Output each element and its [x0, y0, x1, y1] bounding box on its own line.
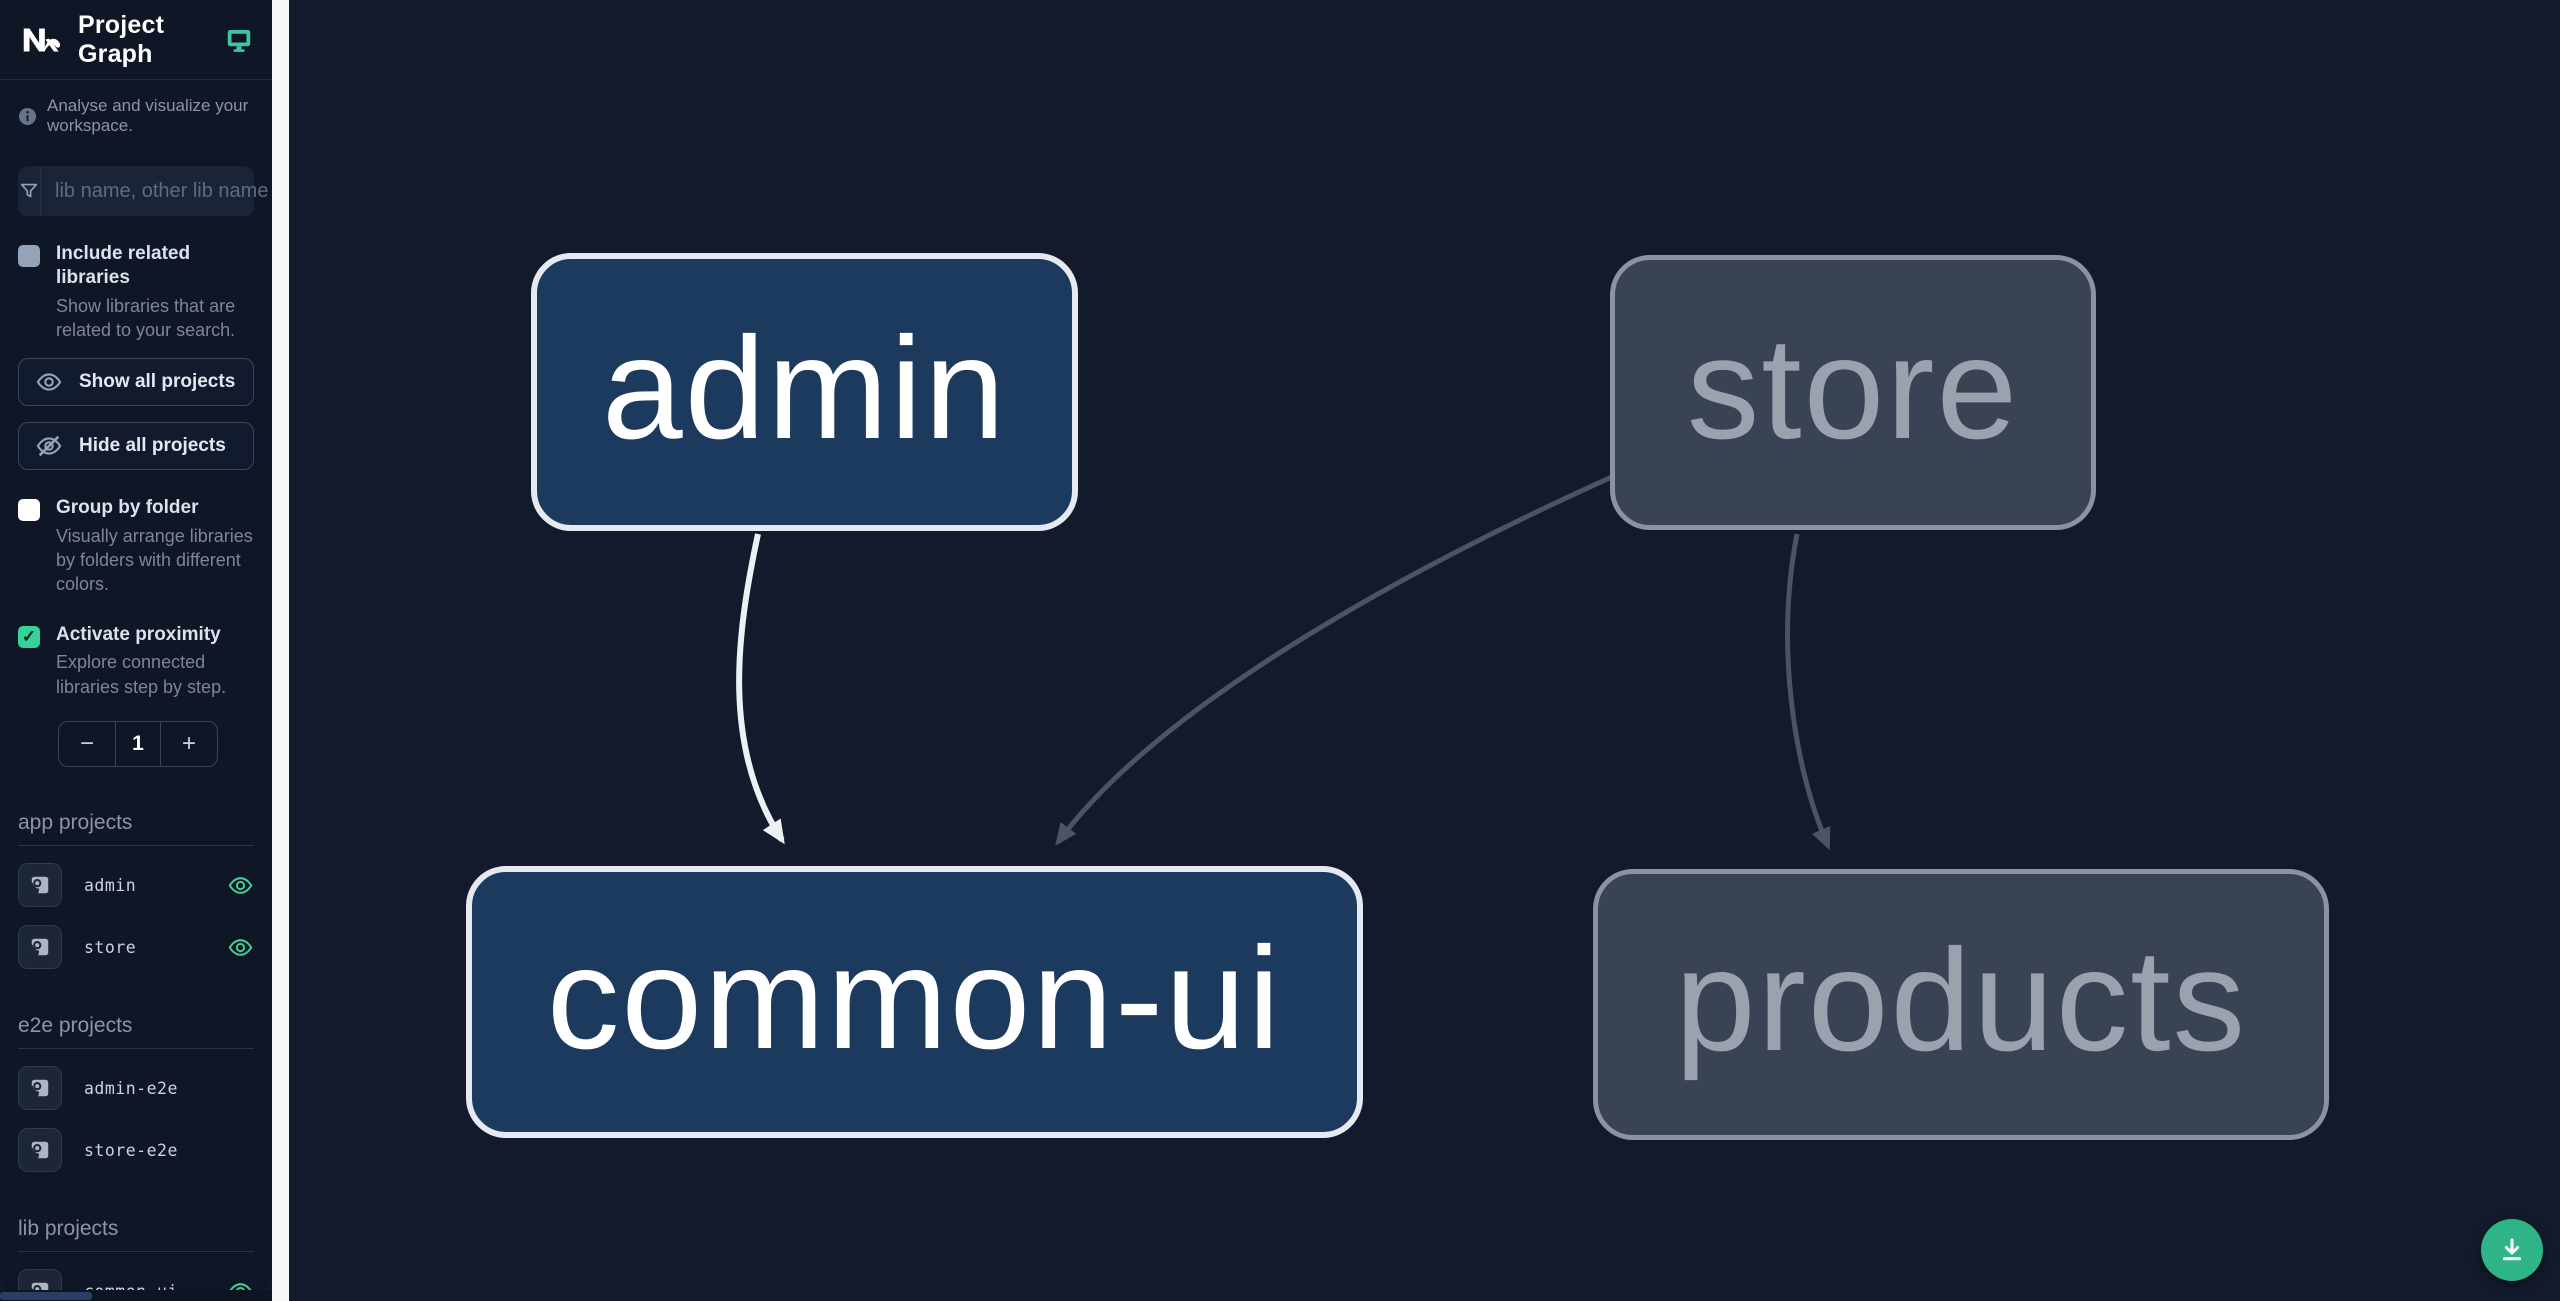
- include-related-checkbox[interactable]: [18, 245, 40, 267]
- section-title: app projects: [18, 811, 254, 847]
- graph-node-products[interactable]: products: [1593, 869, 2329, 1140]
- project-name[interactable]: common-ui: [84, 1282, 205, 1290]
- download-graph-button[interactable]: [2481, 1219, 2543, 1281]
- visibility-eye-icon[interactable]: [227, 1278, 254, 1290]
- show-all-projects-label: Show all projects: [79, 371, 236, 393]
- activate-proximity-description: Explore connected libraries step by step…: [56, 652, 227, 697]
- hide-all-projects-button[interactable]: Hide all projects: [18, 422, 254, 471]
- project-name[interactable]: admin-e2e: [84, 1078, 178, 1098]
- project-row-common-ui: common-ui: [18, 1268, 254, 1290]
- section-e2e-projects: e2e projects admin-e2e store-e2e: [0, 1014, 272, 1173]
- proximity-decrement-button[interactable]: −: [79, 730, 94, 758]
- sidebar: Project Graph Analyse and visualize your…: [0, 0, 272, 1290]
- sidebar-resize-handle[interactable]: [272, 0, 289, 1301]
- graph-node-common-ui[interactable]: common-ui: [466, 866, 1363, 1138]
- node-label: common-ui: [546, 916, 1283, 1079]
- focus-project-button[interactable]: [18, 1269, 62, 1290]
- sidebar-scrollbar-track: [0, 1290, 272, 1301]
- project-name[interactable]: store-e2e: [84, 1140, 178, 1160]
- visibility-eye-icon[interactable]: [227, 872, 254, 899]
- project-row-admin: admin: [18, 862, 254, 908]
- graph-node-admin[interactable]: admin: [531, 253, 1078, 531]
- group-by-folder-description: Visually arrange libraries by folders wi…: [56, 525, 253, 595]
- group-by-folder-row: Group by folder Visually arrange librari…: [0, 496, 272, 597]
- activate-proximity-checkbox[interactable]: ✓: [18, 625, 40, 648]
- group-by-folder-label: Group by folder: [56, 497, 199, 519]
- node-label: store: [1686, 307, 2020, 469]
- show-all-projects-button[interactable]: Show all projects: [18, 358, 254, 407]
- funnel-icon: [18, 166, 41, 216]
- hide-all-projects-label: Hide all projects: [79, 435, 226, 457]
- workspace-subtitle-row: Analyse and visualize your workspace.: [0, 80, 272, 142]
- focus-project-button[interactable]: [18, 1128, 62, 1173]
- proximity-stepper: − 1 +: [58, 721, 218, 768]
- eye-off-icon: [36, 435, 62, 457]
- activate-proximity-row: ✓ Activate proximity Explore connected l…: [0, 623, 272, 699]
- section-title: lib projects: [18, 1217, 254, 1253]
- node-label: admin: [602, 306, 1007, 469]
- focus-project-button[interactable]: [18, 925, 62, 970]
- node-label: products: [1674, 919, 2248, 1081]
- project-row-store-e2e: store-e2e: [18, 1127, 254, 1173]
- info-icon: [18, 107, 37, 125]
- section-app-projects: app projects admin store: [0, 811, 272, 970]
- section-title: e2e projects: [18, 1014, 254, 1050]
- focus-project-button[interactable]: [18, 1066, 62, 1111]
- section-lib-projects: lib projects common-ui products: [0, 1217, 272, 1290]
- nx-logo-icon: [23, 28, 61, 51]
- download-icon: [2503, 1238, 2521, 1261]
- page-title: Project Graph: [78, 10, 165, 68]
- project-row-admin-e2e: admin-e2e: [18, 1065, 254, 1111]
- graph-node-store[interactable]: store: [1610, 255, 2096, 530]
- proximity-value[interactable]: 1: [115, 722, 161, 767]
- sidebar-scrollbar-thumb[interactable]: [0, 1292, 92, 1300]
- group-by-folder-checkbox[interactable]: [18, 499, 40, 522]
- include-related-row: Include related libraries Show libraries…: [0, 242, 272, 342]
- visibility-eye-icon[interactable]: [227, 934, 254, 961]
- project-row-store: store: [18, 924, 254, 970]
- include-related-description: Show libraries that are related to your …: [56, 295, 236, 340]
- workspace-subtitle: Analyse and visualize your workspace.: [47, 96, 249, 135]
- monitor-icon[interactable]: [224, 25, 254, 55]
- proximity-increment-button[interactable]: +: [181, 730, 196, 758]
- include-related-label: Include related libraries: [56, 243, 191, 288]
- filter-box: [18, 166, 272, 216]
- project-name[interactable]: store: [84, 937, 137, 957]
- eye-icon: [36, 373, 62, 391]
- sidebar-header: Project Graph: [0, 0, 272, 80]
- focus-project-button[interactable]: [18, 863, 62, 908]
- project-filter-input[interactable]: [41, 166, 272, 216]
- activate-proximity-label: Activate proximity: [56, 623, 221, 645]
- project-name[interactable]: admin: [84, 875, 137, 895]
